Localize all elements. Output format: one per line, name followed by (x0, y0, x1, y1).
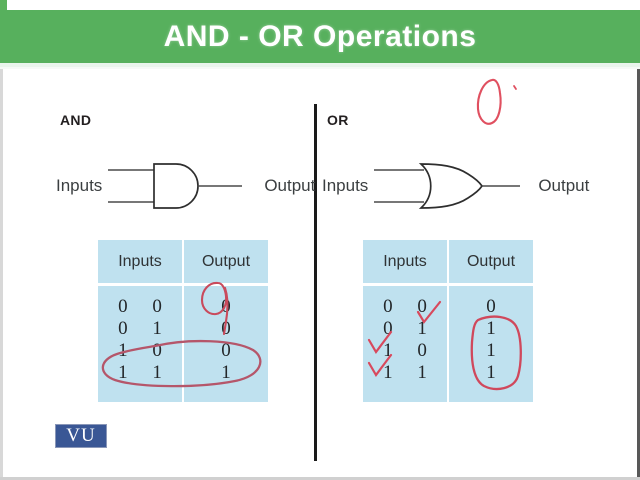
table-row: 0 0 (118, 296, 172, 317)
and-inputs-label: Inputs (56, 176, 103, 195)
table-row: 1 (221, 362, 231, 383)
header-underline-secondary (0, 67, 640, 69)
page-title: AND - OR Operations (163, 19, 477, 53)
table-row: 0 (221, 340, 231, 361)
table-row: 0 0 (383, 296, 437, 317)
table-row: 1 0 (383, 340, 437, 361)
or-section-label: OR (327, 112, 349, 128)
vu-logo: VU (55, 424, 107, 448)
table-row: 1 1 (118, 362, 172, 383)
or-gate-icon (374, 163, 521, 209)
and-inputs-body: 0 0 0 1 1 0 1 1 (98, 286, 182, 402)
and-section-label: AND (60, 112, 92, 128)
or-gate-diagram: Inputs Output (322, 162, 589, 210)
and-output-body: 0 0 0 1 (184, 286, 268, 402)
table-row: 1 0 (118, 340, 172, 361)
or-output-column: Output 0 1 1 1 (449, 240, 533, 402)
vu-logo-text: VU (66, 425, 96, 446)
table-row: 1 1 (383, 362, 437, 383)
frame-border-left (0, 66, 3, 480)
or-inputs-label: Inputs (322, 176, 369, 195)
or-output-header: Output (449, 240, 533, 286)
or-inputs-column: Inputs 0 0 0 1 1 0 1 1 (363, 240, 447, 402)
and-output-header: Output (184, 240, 268, 286)
table-row: 0 (221, 296, 231, 317)
and-gate-icon (108, 163, 243, 209)
table-row: 0 (221, 318, 231, 339)
or-output-label: Output (538, 176, 590, 195)
and-inputs-header: Inputs (98, 240, 182, 286)
table-row: 1 (486, 362, 496, 383)
table-row: 0 (486, 296, 496, 317)
table-row: 0 1 (118, 318, 172, 339)
and-truth-table: Inputs 0 0 0 1 1 0 1 1 Output 0 0 0 1 (98, 240, 268, 402)
or-inputs-header: Inputs (363, 240, 447, 286)
header-underline (0, 63, 640, 67)
and-inputs-column: Inputs 0 0 0 1 1 0 1 1 (98, 240, 182, 402)
and-output-label: Output (264, 176, 316, 195)
table-row: 1 (486, 340, 496, 361)
hand-drawn-zero-scribble (476, 78, 517, 125)
frame-border-bottom (0, 477, 640, 480)
and-output-column: Output 0 0 0 1 (184, 240, 268, 402)
frame-border-right (637, 66, 640, 480)
or-inputs-body: 0 0 0 1 1 0 1 1 (363, 286, 447, 402)
and-gate-diagram: Inputs Output (56, 162, 315, 210)
section-divider (314, 104, 317, 461)
table-row: 0 1 (383, 318, 437, 339)
table-row: 1 (486, 318, 496, 339)
slide-header: AND - OR Operations (0, 10, 640, 63)
or-truth-table: Inputs 0 0 0 1 1 0 1 1 Output 0 1 1 1 (363, 240, 533, 402)
or-output-body: 0 1 1 1 (449, 286, 533, 402)
